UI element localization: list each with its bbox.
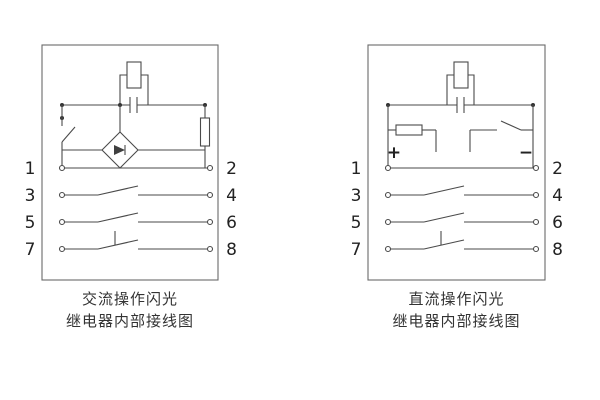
dc-caption-line1: 直流操作闪光 xyxy=(408,290,504,308)
ac-enclosure-box xyxy=(41,44,219,281)
dc-terminal-2: 2 xyxy=(552,159,563,179)
dc-resistor-icon xyxy=(395,124,423,136)
ac-right-branch xyxy=(138,105,211,168)
ac-terminal-7: 7 xyxy=(25,240,36,260)
ac-switch-contact-blade xyxy=(61,126,76,143)
dc-terminal-8: 8 xyxy=(552,240,563,260)
dc-terminal-5: 5 xyxy=(351,213,362,233)
dc-terminal-circles xyxy=(384,164,540,253)
ac-capacitor-icon xyxy=(129,97,138,113)
ac-junction-dots xyxy=(60,103,207,120)
ac-caption: 交流操作闪光 继电器内部接线图 xyxy=(66,290,194,330)
dc-enclosure-box xyxy=(367,44,546,281)
ac-row-7-8-contact xyxy=(64,231,208,250)
dc-coil-resistor xyxy=(453,61,469,89)
ac-terminal-circles xyxy=(58,164,214,253)
ac-row-3-4-contact xyxy=(64,185,208,196)
ac-coil-stub-wires xyxy=(119,74,149,105)
ac-terminal-3: 3 xyxy=(25,186,36,206)
dc-row-3-4-contact xyxy=(390,185,534,196)
dc-switch-contact-blade xyxy=(500,120,522,131)
ac-left-branch xyxy=(61,105,102,168)
ac-terminal-4: 4 xyxy=(226,186,237,206)
dc-contact-rows xyxy=(390,167,534,250)
dc-row-7-8-contact xyxy=(390,231,534,250)
dc-terminal-6: 6 xyxy=(552,213,563,233)
dc-terminal-3: 3 xyxy=(351,186,362,206)
ac-terminal-6: 6 xyxy=(226,213,237,233)
ac-terminal-numbers: 1 3 5 7 2 4 6 8 xyxy=(25,159,237,260)
dc-terminal-4: 4 xyxy=(552,186,563,206)
dc-plus-polarity-label: + xyxy=(387,143,401,163)
ac-coil-resistor xyxy=(126,61,142,89)
ac-contact-rows xyxy=(64,167,208,250)
dc-relay-diagram: + − xyxy=(351,44,563,330)
dc-caption-line2: 继电器内部接线图 xyxy=(392,312,520,330)
dc-terminal-7: 7 xyxy=(351,240,362,260)
dc-left-branch: + xyxy=(387,105,437,168)
ac-rectifier-bridge-icon xyxy=(101,105,139,169)
ac-row-5-6-contact xyxy=(64,212,208,223)
ac-relay-diagram: 1 3 5 7 2 4 6 8 交流操作闪光 继电器内部接线图 xyxy=(25,44,237,330)
dc-minus-polarity-label: − xyxy=(519,143,533,163)
ac-diode-icon xyxy=(114,145,125,155)
ac-terminal-1: 1 xyxy=(25,159,36,179)
dc-coil-stub-wires xyxy=(446,74,475,105)
ac-terminal-8: 8 xyxy=(226,240,237,260)
ac-terminal-2: 2 xyxy=(226,159,237,179)
dc-terminal-1: 1 xyxy=(351,159,362,179)
dc-row-5-6-contact xyxy=(390,212,534,223)
ac-resistor-icon xyxy=(199,117,211,147)
dc-caption: 直流操作闪光 继电器内部接线图 xyxy=(392,290,520,330)
dc-terminal-numbers: 1 3 5 7 2 4 6 8 xyxy=(351,159,563,260)
ac-caption-line1: 交流操作闪光 xyxy=(82,290,178,308)
ac-terminal-5: 5 xyxy=(25,213,36,233)
dc-capacitor-icon xyxy=(456,97,465,113)
ac-caption-line2: 继电器内部接线图 xyxy=(66,312,194,330)
dc-right-branch: − xyxy=(469,105,534,168)
